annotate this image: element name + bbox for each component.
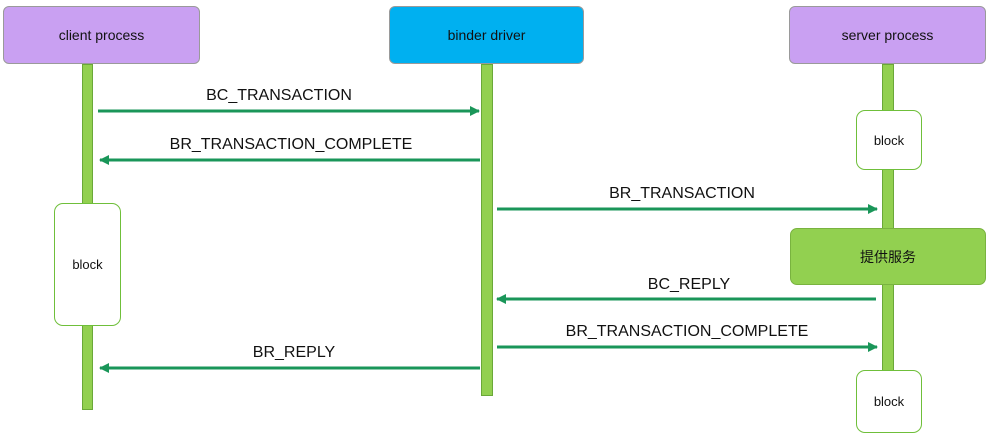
server-block-bottom: block (856, 370, 922, 433)
server-process-header: server process (789, 6, 986, 64)
client-process-label: client process (58, 27, 145, 43)
msg-bc-transaction-label: BC_TRANSACTION (206, 87, 352, 104)
client-process-header: client process (3, 6, 200, 64)
msg-br-transaction-complete-1-label: BR_TRANSACTION_COMPLETE (170, 136, 413, 153)
binder-driver-label: binder driver (447, 27, 526, 43)
server-block-bottom-label: block (873, 394, 905, 409)
msg-bc-reply-label: BC_REPLY (648, 276, 731, 293)
binder-lifeline (481, 64, 493, 396)
server-block-top: block (856, 110, 922, 170)
client-block-label: block (72, 257, 103, 272)
binder-driver-header: binder driver (389, 6, 584, 64)
provide-service-label: 提供服务 (860, 249, 916, 266)
provide-service-box: 提供服务 (790, 228, 986, 285)
client-block: block (54, 203, 121, 326)
msg-br-reply-label: BR_REPLY (253, 344, 336, 361)
server-block-top-label: block (873, 132, 905, 148)
server-process-label: server process (841, 27, 934, 43)
msg-br-transaction-complete-2-label: BR_TRANSACTION_COMPLETE (566, 323, 809, 340)
msg-br-transaction-label: BR_TRANSACTION (609, 185, 755, 202)
